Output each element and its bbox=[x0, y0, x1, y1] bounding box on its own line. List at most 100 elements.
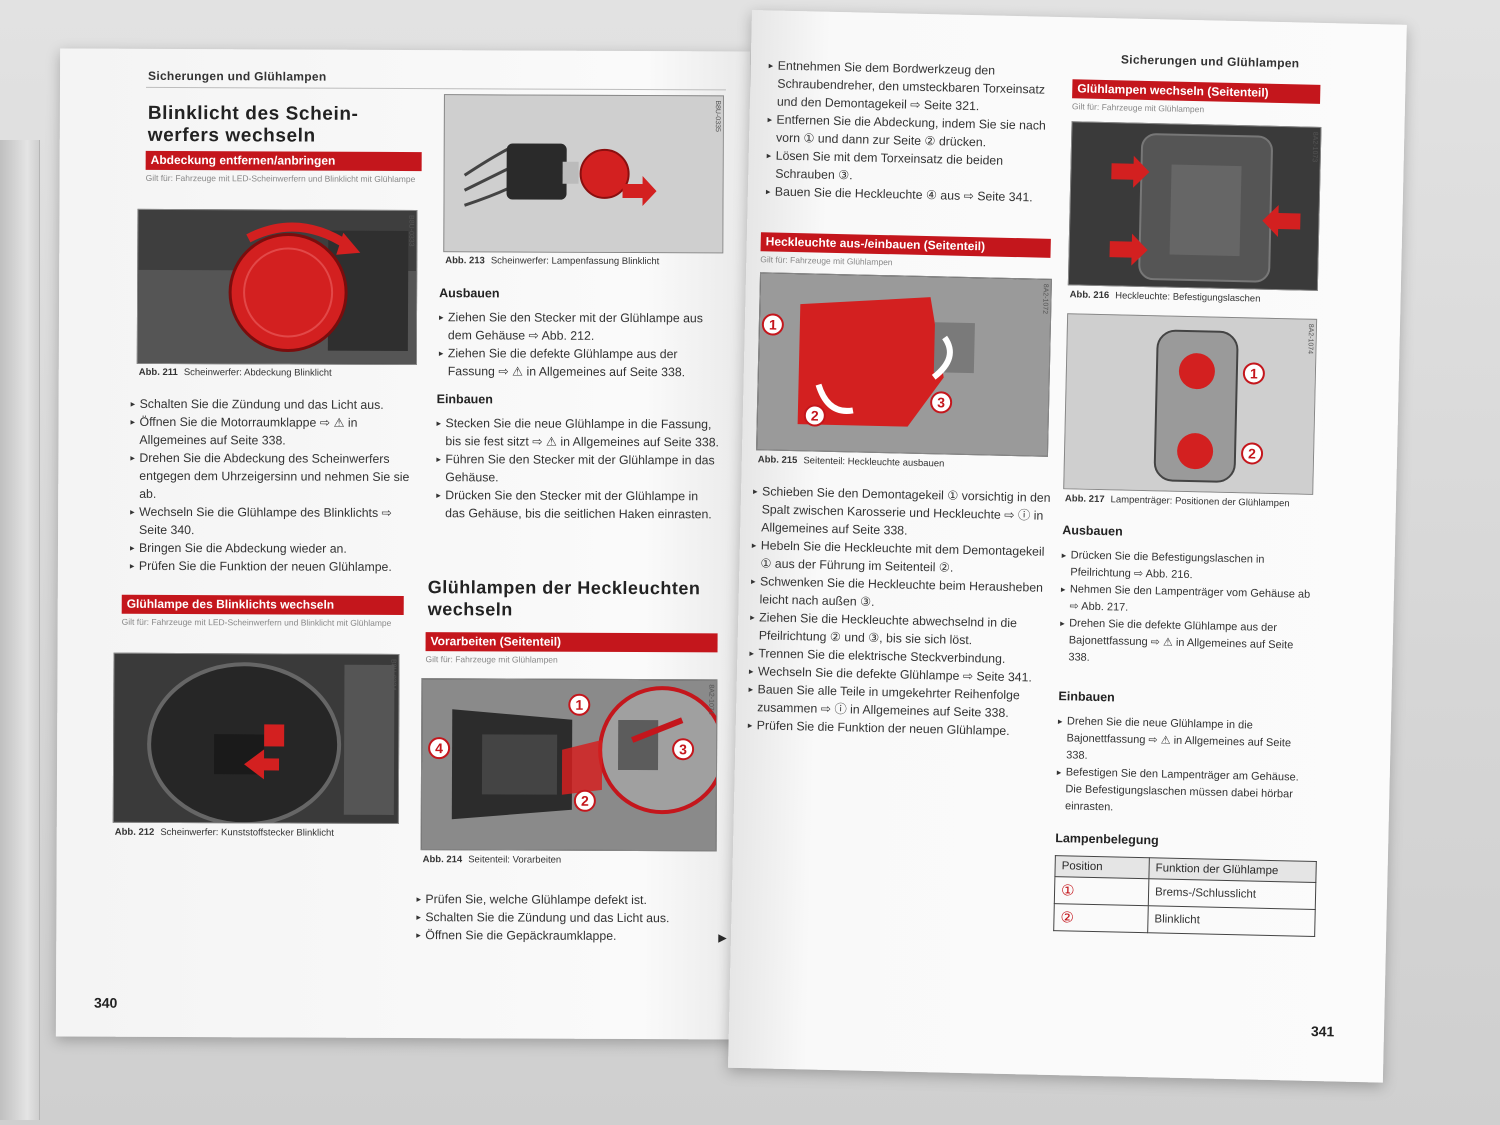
figure-number: Abb. 211 bbox=[138, 366, 178, 379]
figure-215: 1 2 3 8A2-1072 bbox=[756, 272, 1052, 457]
list-item: Öffnen Sie die Gepäckraumklappe. bbox=[416, 926, 716, 945]
steps-abdeckung: Schalten Sie die Zündung und das Licht a… bbox=[130, 395, 411, 576]
table-cell-position: ② bbox=[1053, 903, 1149, 933]
lamp-carrier-illustration bbox=[1064, 314, 1318, 495]
figure-code: B8U-0335 bbox=[713, 100, 721, 132]
figure-213-caption: Abb. 213 Scheinwerfer: Lampenfassung Blin… bbox=[445, 255, 725, 267]
redbar-abdeckung: Abdeckung entfernen/anbringen bbox=[145, 150, 422, 172]
running-head: Sicherungen und Glühlampen bbox=[1120, 52, 1300, 71]
gilt-note: Gilt für: Fahrzeuge mit Glühlampen bbox=[760, 254, 893, 268]
subhead-einbauen: Einbauen bbox=[436, 392, 493, 407]
list-item: Prüfen Sie die Funktion der neuen Glühla… bbox=[130, 557, 410, 576]
figure-code: 8A2-1073 bbox=[1310, 131, 1319, 163]
list-item: Schieben Sie den Demontagekeil ① vorsich… bbox=[752, 482, 1053, 543]
figure-caption-text: Lampenträger: Positionen der Glühlampen bbox=[1110, 494, 1290, 510]
callout-3: 3 bbox=[672, 738, 695, 761]
section-title-heckleuchten: Glühlampen der Heckleuchten wechseln bbox=[427, 577, 701, 620]
table-cell-function: Brems-/Schlusslicht bbox=[1148, 878, 1316, 910]
list-item: Nehmen Sie den Lampenträger vom Gehäuse … bbox=[1060, 581, 1313, 621]
figure-code: 8A2-1071 bbox=[707, 684, 715, 715]
figure-code: 8A2-1072 bbox=[1041, 283, 1049, 315]
figure-code: B8U-0334 bbox=[389, 658, 397, 691]
figure-214: 1 2 3 4 8A2-1071 bbox=[420, 678, 718, 852]
figure-number: Abb. 216 bbox=[1069, 289, 1110, 302]
subhead-ausbauen: Ausbauen bbox=[439, 286, 500, 301]
list-item: Ziehen Sie die defekte Glühlampe aus der… bbox=[439, 344, 721, 381]
gilt-note: Gilt für: Fahrzeuge mit Glühlampen bbox=[1071, 101, 1205, 115]
figure-216: 8A2-1073 bbox=[1067, 121, 1322, 291]
figure-caption-text: Scheinwerfer: Kunststoffstecker Blinklic… bbox=[160, 826, 334, 839]
side-panel-illustration bbox=[421, 679, 718, 852]
figure-caption-text: Seitenteil: Heckleuchte ausbauen bbox=[803, 455, 945, 470]
figure-215-caption: Abb. 215 Seitenteil: Heckleuchte ausbauen bbox=[758, 454, 1050, 472]
head-rule bbox=[145, 86, 726, 91]
table-cell-position: ① bbox=[1054, 876, 1149, 906]
figure-number: Abb. 212 bbox=[114, 826, 155, 838]
figure-caption-text: Seitenteil: Vorarbeiten bbox=[468, 854, 562, 866]
subhead-lampenbelegung: Lampenbelegung bbox=[1055, 831, 1159, 848]
headlamp-cover-illustration bbox=[137, 209, 418, 366]
callout-2: 2 bbox=[573, 789, 596, 812]
table-cell-function: Blinklicht bbox=[1147, 905, 1316, 937]
figure-number: Abb. 213 bbox=[445, 255, 485, 267]
figure-216-caption: Abb. 216 Heckleuchte: Befestigungslaschen bbox=[1069, 289, 1319, 306]
right-page: Sicherungen und Glühlampen Entnehmen Sie… bbox=[727, 10, 1407, 1083]
callout-1: 1 bbox=[568, 693, 591, 716]
list-item: Entnehmen Sie dem Bordwerkzeug den Schra… bbox=[768, 56, 1059, 117]
list-item: Wechseln Sie die Glühlampe des Blinklich… bbox=[130, 503, 410, 540]
figure-number: Abb. 215 bbox=[757, 454, 798, 467]
callout-4: 4 bbox=[428, 737, 451, 760]
lamp-socket-illustration bbox=[444, 95, 724, 254]
figure-217: 1 2 8A2-1074 bbox=[1063, 313, 1318, 495]
running-head: Sicherungen und Glühlampen bbox=[148, 68, 327, 84]
column-header: Position bbox=[1054, 855, 1150, 879]
list-item: Drehen Sie die defekte Glühlampe aus der… bbox=[1059, 615, 1312, 672]
figure-caption-text: Scheinwerfer: Lampenfassung Blinklicht bbox=[490, 255, 660, 268]
steps-ausbauen: Ziehen Sie den Stecker mit der Glühlampe… bbox=[439, 308, 721, 381]
figure-212: B8U-0334 bbox=[112, 652, 400, 824]
continue-arrow-icon: ▶ bbox=[718, 932, 727, 945]
page-number: 340 bbox=[93, 994, 118, 1011]
figure-code: 8A2-1074 bbox=[1306, 323, 1315, 355]
figure-213: B8U-0335 bbox=[443, 94, 724, 254]
headlamp-plug-illustration bbox=[113, 653, 400, 824]
list-item: Öffnen Sie die Motorraumklappe ⇨ ⚠ in Al… bbox=[130, 413, 410, 450]
list-item: Schalten Sie die Zündung und das Licht a… bbox=[131, 395, 411, 414]
taillight-removal-illustration bbox=[756, 273, 1052, 457]
redbar-gluehlampe-blinklicht: Glühlampe des Blinklichts wechseln bbox=[121, 594, 404, 616]
subhead-ausbauen: Ausbauen bbox=[1062, 523, 1123, 539]
figure-code: B8U-0333 bbox=[407, 215, 415, 247]
list-item: Drücken Sie die Befestigungslaschen in P… bbox=[1061, 547, 1314, 587]
gilt-note: Gilt für: Fahrzeuge mit LED-Scheinwerfer… bbox=[145, 172, 416, 185]
list-item: Bringen Sie die Abdeckung wieder an. bbox=[130, 539, 410, 558]
steps-einbauen-right: Drehen Sie die neue Glühlampe in die Baj… bbox=[1056, 713, 1310, 821]
lamp-table: Position Funktion der Glühlampe ① Brems-… bbox=[1053, 855, 1317, 937]
steps-vorarbeiten: Prüfen Sie, welche Glühlampe defekt ist.… bbox=[416, 890, 716, 945]
figure-214-caption: Abb. 214 Seitenteil: Vorarbeiten bbox=[423, 854, 719, 866]
subhead-einbauen: Einbauen bbox=[1058, 689, 1115, 705]
list-item: Schalten Sie die Zündung und das Licht a… bbox=[416, 908, 716, 927]
steps-top: Entnehmen Sie dem Bordwerkzeug den Schra… bbox=[766, 56, 1059, 207]
figure-217-caption: Abb. 217 Lampenträger: Positionen der Glü… bbox=[1065, 493, 1315, 510]
figure-caption-text: Heckleuchte: Befestigungslaschen bbox=[1115, 290, 1261, 305]
steps-heckleuchte: Schieben Sie den Demontagekeil ① vorsich… bbox=[748, 482, 1054, 741]
section-title-blinklicht: Blinklicht des Schein-werfers wechseln bbox=[147, 102, 359, 147]
taillight-tabs-illustration bbox=[1068, 122, 1322, 291]
left-page: Sicherungen und Glühlampen Blinklicht de… bbox=[55, 48, 751, 1040]
redbar-gluehlampen-wechseln: Glühlampen wechseln (Seitenteil) bbox=[1072, 79, 1321, 104]
figure-caption-text: Scheinwerfer: Abdeckung Blinklicht bbox=[183, 367, 332, 379]
list-item: Befestigen Sie den Lampenträger am Gehäu… bbox=[1056, 764, 1309, 821]
list-item: Drehen Sie die neue Glühlampe in die Baj… bbox=[1057, 713, 1310, 770]
figure-number: Abb. 214 bbox=[422, 854, 463, 866]
redbar-vorarbeiten: Vorarbeiten (Seitenteil) bbox=[425, 632, 718, 653]
binder-edge bbox=[0, 140, 40, 1120]
figure-211-caption: Abb. 211 Scheinwerfer: Abdeckung Blinklic… bbox=[139, 367, 415, 379]
list-item: Stecken Sie die neue Glühlampe in die Fa… bbox=[436, 414, 720, 451]
list-item: Drücken Sie den Stecker mit der Glühlamp… bbox=[436, 486, 720, 523]
redbar-heckleuchte: Heckleuchte aus-/einbauen (Seitenteil) bbox=[760, 232, 1051, 258]
figure-number: Abb. 217 bbox=[1064, 493, 1105, 506]
list-item: Prüfen Sie, welche Glühlampe defekt ist. bbox=[416, 890, 716, 909]
page-number: 341 bbox=[1310, 1022, 1335, 1040]
gilt-note: Gilt für: Fahrzeuge mit Glühlampen bbox=[425, 654, 558, 665]
figure-211: B8U-0333 bbox=[136, 208, 418, 366]
